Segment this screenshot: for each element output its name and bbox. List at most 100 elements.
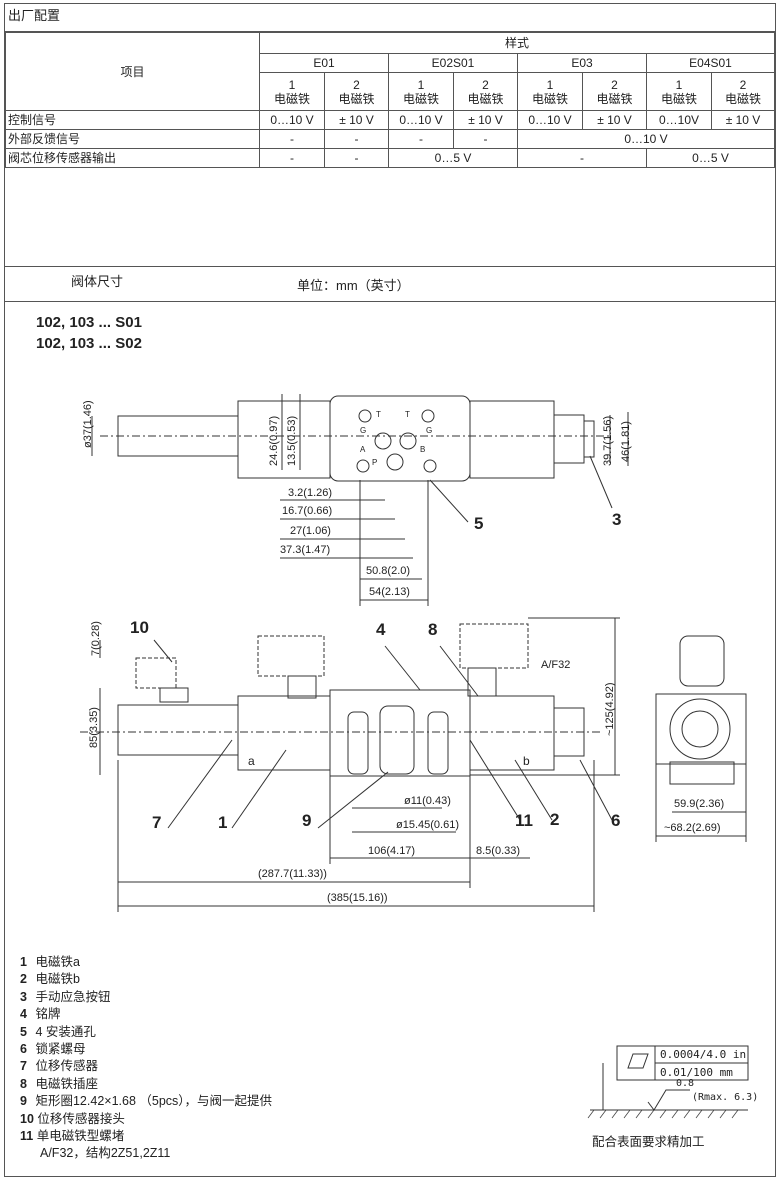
valve-block-front [329,689,471,777]
drawing-title: 102, 103 ... S01 [36,314,142,331]
port-label: G [426,426,433,435]
spool-pocket [347,711,369,775]
legend-item: 8 电磁铁插座 [20,1076,98,1091]
dim-label: 3.2(1.26) [288,487,333,499]
blank-row [5,182,775,267]
side-base [669,761,735,785]
flatness-icon [627,1053,649,1069]
roughness-symbol [647,1089,690,1111]
mark-b: b [523,754,530,768]
dim-label: ø15.45(0.61) [396,819,459,831]
side-coil [669,698,731,760]
sensor-connector-base [159,687,189,703]
surface-caption: 配合表面要求精加工 [592,1135,705,1149]
callout: 7 [152,813,162,832]
cell: 0…5 V [388,148,518,168]
dim-label: 24.6(0.97) [268,415,280,466]
legend-item: 1 电磁铁a [20,955,80,969]
legend-item: 10 位移传感器接头 [20,1111,125,1126]
port-label: B [420,445,426,454]
plug-b-base [467,667,497,697]
dim-label: (385(15.16)) [327,892,388,904]
port-circle [374,432,392,450]
leader-4 [384,645,421,691]
leader-5 [429,479,469,523]
callout: 9 [302,811,312,830]
side-core [681,710,719,748]
legend-item: 3 手动应急按钮 [20,989,111,1004]
legend-item: A/F32，结构2Z51,2Z11 [40,1146,171,1161]
dim-label: 37.3(1.47) [280,544,331,556]
dim-label: 16.7(0.66) [282,505,333,517]
dim-label: 50.8(2.0) [366,565,411,577]
dim-label: A/F32 [541,659,571,671]
lock-nut-top [553,414,585,464]
legend-item: 9 矩形圈12.42×1.68 （5pcs），与阀一起提供 [20,1094,273,1109]
leader-2 [514,759,553,821]
emergency-button-top [583,420,595,458]
dim-label: 85(3.35) [88,707,100,748]
sensor-connector [135,657,177,689]
spool-pocket [379,705,415,775]
mark-a: a [248,754,255,768]
leader-1 [231,749,287,829]
port-label: P [372,458,378,467]
legend-item: 2 电磁铁b [20,972,80,987]
dim-label: ~125(4.92) [604,682,616,736]
bolt-hole [358,409,372,423]
port-label: T [376,410,381,419]
plug-a [257,635,325,677]
leader-8 [439,645,479,697]
dim-label: 7(0.28) [90,621,102,656]
port-label: G [360,426,367,435]
legend-item: 6 锁紧螺母 [20,1042,86,1057]
row-label: 外部反馈信号 [5,129,260,149]
drawing-title: 102, 103 ... S02 [36,335,142,352]
cell: 0…10V [646,110,712,130]
plug-a-base [287,675,317,699]
dim-label: 46(1.81) [620,421,632,462]
dims-unit: 单位：mm（英寸） [297,278,410,293]
side-plug [679,635,725,687]
bolt-hole [423,459,437,473]
dim-label: 106(4.17) [368,845,416,857]
callout: 5 [474,514,484,533]
leader-6 [579,759,613,821]
callout: 1 [218,813,228,832]
plug-b [459,623,529,669]
bolt-hole [356,459,370,473]
leader-11 [469,739,521,821]
dim-label: (287.7(11.33)) [258,868,327,880]
dim-label: 8.5(0.33) [476,845,521,857]
callout: 3 [612,510,622,529]
legend-item: 5 4 安装通孔 [20,1024,96,1039]
bolt-hole [421,409,435,423]
dim-label: ø11(0.43) [404,795,451,807]
solenoid-b-front [469,695,555,771]
group-header: E02S01 [388,53,518,73]
dim-label: ø37(1.46) [82,400,94,448]
leader-3 [589,455,613,509]
solenoid-a-top [237,400,331,479]
dimension-row: 阀体尺寸 单位：mm（英寸） [5,266,775,302]
dim-label: 39.7(1.56) [602,415,614,466]
side-body [655,693,747,765]
flatness-value-in: 0.0004/4.0 in [660,1048,747,1061]
legend-item: 11 单电磁铁型螺堵 [20,1129,125,1144]
callout: 4 [376,620,386,639]
leader-10 [153,639,173,663]
leader-7 [167,739,233,829]
callout: 8 [428,620,438,639]
roughness-value: 0.8 [676,1078,695,1089]
solenoid-b-top [469,400,555,479]
port-circle [386,453,404,471]
flatness-value-mm: 0.01/100 mm [660,1066,733,1079]
